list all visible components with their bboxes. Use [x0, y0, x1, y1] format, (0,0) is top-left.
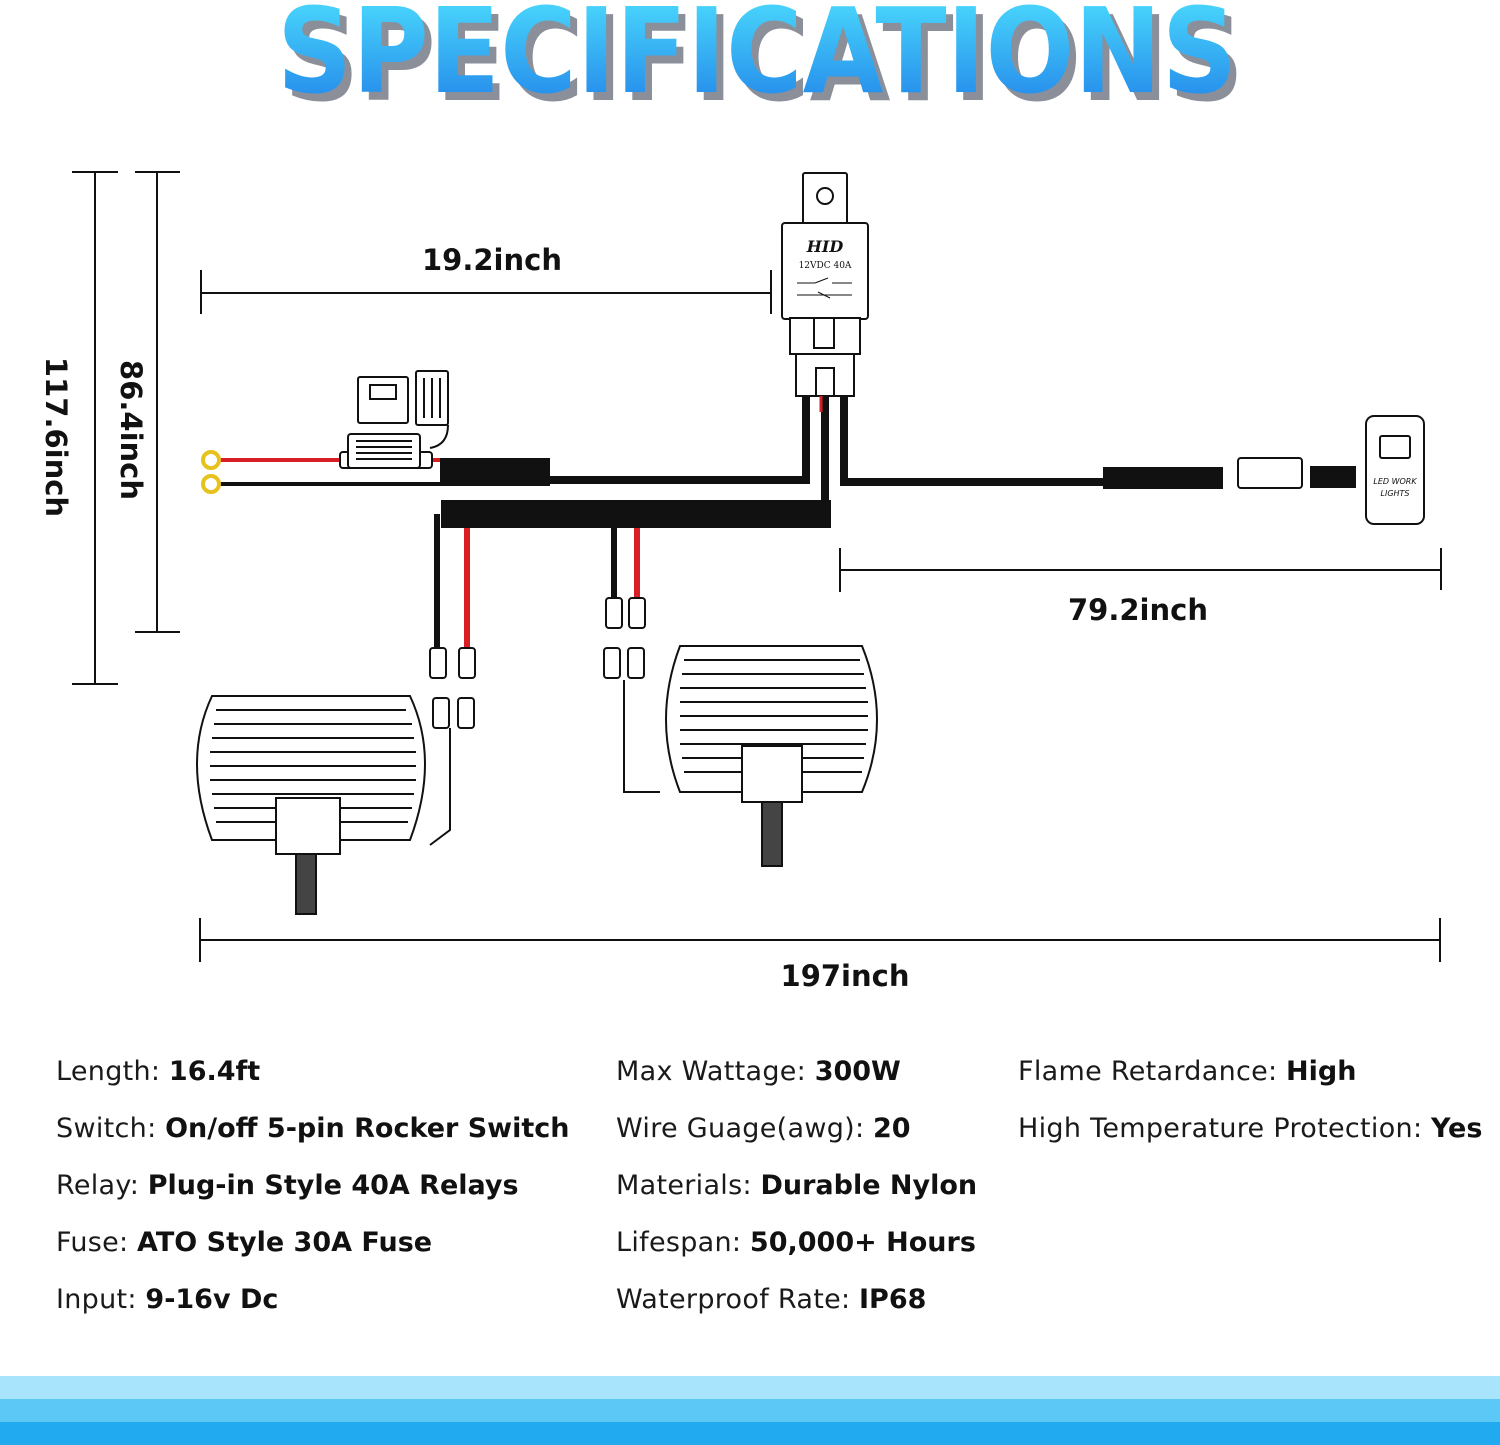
spec-value: 300W: [814, 1056, 901, 1087]
spec-label: Length:: [56, 1056, 161, 1087]
title-shadow: SPECIFICATIONS: [284, 0, 1244, 120]
band-light: [0, 1376, 1500, 1399]
rocker-switch: [1365, 415, 1425, 525]
band-dark: [0, 1422, 1500, 1445]
spec-label: Switch:: [56, 1113, 157, 1144]
spec-row: Flame Retardance: High: [1018, 1050, 1482, 1107]
spec-row: Materials: Durable Nylon: [616, 1164, 977, 1221]
spec-label: Fuse:: [56, 1227, 129, 1258]
spec-column-1: Length: 16.4ft Switch: On/off 5-pin Rock…: [56, 1050, 570, 1335]
spec-label: High Temperature Protection:: [1018, 1113, 1423, 1144]
height-outer-dimension: [72, 171, 118, 685]
relay-lead-label: 19.2inch: [422, 243, 562, 277]
spec-label: Flame Retardance:: [1018, 1056, 1278, 1087]
spec-label: Lifespan:: [616, 1227, 742, 1258]
spec-value: 20: [872, 1113, 911, 1144]
height-inner-dimension: [135, 171, 180, 633]
band-mid: [0, 1399, 1500, 1422]
spec-row: Length: 16.4ft: [56, 1050, 570, 1107]
work-light-right: [623, 645, 878, 867]
height-inner-label: 86.4inch: [114, 360, 148, 500]
spec-row: Relay: Plug-in Style 40A Relays: [56, 1164, 570, 1221]
spec-value: ATO Style 30A Fuse: [137, 1227, 433, 1258]
switch-label-line2: LIGHTS: [1381, 489, 1410, 498]
relay-lead-dimension: [200, 270, 772, 314]
relay: [781, 172, 869, 397]
relay-rating: 12VDC 40A: [799, 261, 852, 271]
spec-row: Wire Guage(awg): 20: [616, 1107, 977, 1164]
spec-value: 9-16v Dc: [145, 1284, 279, 1315]
switch-lead-label: 79.2inch: [1068, 593, 1208, 627]
title-text: SPECIFICATIONS: [277, 0, 1237, 120]
relay-wires: [440, 396, 1222, 512]
spec-value: 16.4ft: [168, 1056, 261, 1087]
fuse-holder: [339, 370, 449, 469]
total-length-dimension: [199, 918, 1441, 962]
spec-value: Durable Nylon: [760, 1170, 978, 1201]
spec-column-3: Flame Retardance: High High Temperature …: [1018, 1050, 1482, 1164]
total-length-label: 197inch: [781, 959, 910, 993]
relay-brand: HID: [806, 237, 844, 256]
bottom-color-band: [0, 1376, 1500, 1445]
wiring-diagram: 117.6inch 86.4inch 19.2inch 79.2inch 197…: [39, 171, 1442, 993]
spec-value: On/off 5-pin Rocker Switch: [165, 1113, 570, 1144]
height-outer-label: 117.6inch: [39, 357, 73, 517]
spec-row: High Temperature Protection: Yes: [1018, 1107, 1482, 1164]
spec-label: Input:: [56, 1284, 137, 1315]
spec-row: Waterproof Rate: IP68: [616, 1278, 977, 1335]
spec-row: Input: 9-16v Dc: [56, 1278, 570, 1335]
harness-trunk: [434, 500, 831, 648]
spec-row: Fuse: ATO Style 30A Fuse: [56, 1221, 570, 1278]
relay-schematic-icon: [797, 277, 852, 299]
spec-label: Relay:: [56, 1170, 140, 1201]
switch-label-line1: LED WORK: [1373, 477, 1417, 486]
switch-connector: [1103, 457, 1356, 489]
spec-value: Yes: [1430, 1113, 1483, 1144]
spec-label: Materials:: [616, 1170, 752, 1201]
spade-connectors: [429, 597, 646, 729]
work-light-left: [196, 695, 451, 915]
spec-value: Plug-in Style 40A Relays: [147, 1170, 519, 1201]
spec-label: Max Wattage:: [616, 1056, 807, 1087]
ring-terminal-positive: [201, 450, 221, 470]
spec-value: IP68: [859, 1284, 927, 1315]
spec-column-2: Max Wattage: 300W Wire Guage(awg): 20 Ma…: [616, 1050, 977, 1335]
spec-row: Max Wattage: 300W: [616, 1050, 977, 1107]
specifications-title: SPECIFICATIONS SPECIFICATIONS: [277, 0, 1244, 120]
spec-value: High: [1286, 1056, 1357, 1087]
spec-value: 50,000+ Hours: [749, 1227, 976, 1258]
spec-label: Wire Guage(awg):: [616, 1113, 865, 1144]
switch-lead-dimension: [839, 548, 1442, 592]
spec-row: Switch: On/off 5-pin Rocker Switch: [56, 1107, 570, 1164]
spec-label: Waterproof Rate:: [616, 1284, 851, 1315]
spec-row: Lifespan: 50,000+ Hours: [616, 1221, 977, 1278]
ring-terminal-negative: [201, 474, 221, 494]
